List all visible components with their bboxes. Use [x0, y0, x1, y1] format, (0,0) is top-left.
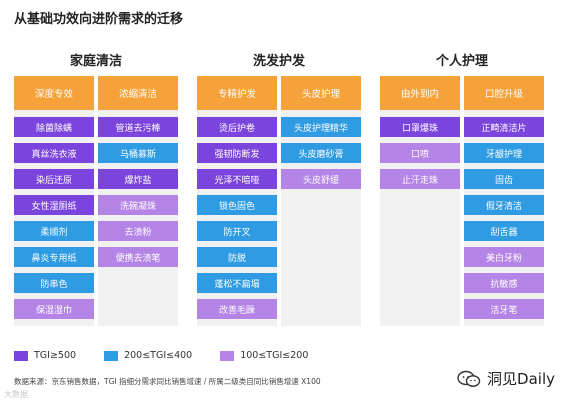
- need-cell: 洗碗凝珠: [98, 195, 178, 215]
- need-cell: 固齿: [464, 169, 544, 189]
- group-title: 个人护理: [435, 54, 488, 69]
- legend-item: 200≤TGI≤400: [104, 350, 192, 361]
- column-header: 深度专效: [14, 76, 94, 110]
- legend-label: TGI≥500: [34, 350, 77, 361]
- brand-logo: 洞见Daily: [457, 368, 555, 389]
- legend-swatch: [220, 350, 235, 361]
- need-cell: 便携去渍笔: [98, 247, 178, 267]
- need-cell: 真丝洗衣液: [14, 143, 94, 163]
- need-cell: 假牙清洁: [464, 195, 544, 215]
- need-cell: 鼻炎专用纸: [14, 247, 94, 267]
- legend-item: TGI≥500: [14, 350, 76, 361]
- need-cell: 去渍粉: [98, 221, 178, 241]
- watermark: 大数据: [4, 390, 28, 399]
- column-header: 浓缩清洁: [98, 76, 178, 110]
- need-cell: 头皮舒缓: [281, 169, 361, 189]
- need-cell: 女性湿厕纸: [14, 195, 94, 215]
- need-cell: 爆炸盐: [98, 169, 178, 189]
- need-cell: 头皮护理精华: [281, 117, 361, 137]
- need-cell: 染后还原: [14, 169, 94, 189]
- legend-label: 100≤TGI≤200: [240, 350, 309, 361]
- need-cell: 改善毛躁: [197, 299, 277, 319]
- need-cell: 锁色固色: [197, 195, 277, 215]
- need-cell: 正畸清洁片: [464, 117, 544, 137]
- column-header: 由外到内: [380, 76, 460, 110]
- need-cell: 头皮磨砂膏: [281, 143, 361, 163]
- need-cell: 刮舌器: [464, 221, 544, 241]
- need-cell: 抗敏感: [464, 273, 544, 293]
- need-cell: 美白牙粉: [464, 247, 544, 267]
- need-cell: 管道去污棒: [98, 117, 178, 137]
- column-header: 头皮护理: [281, 76, 361, 110]
- need-cell: 止汗走珠: [380, 169, 460, 189]
- need-cell: 蓬松不扁塌: [197, 273, 277, 293]
- need-cell: 洁牙笔: [464, 299, 544, 319]
- need-cell: 防脱: [197, 247, 277, 267]
- need-cell: 口罩爆珠: [380, 117, 460, 137]
- need-cell: 柔顺剂: [14, 221, 94, 241]
- wechat-icon: [457, 370, 481, 387]
- column-header: 专精护发: [197, 76, 277, 110]
- legend-swatch: [14, 350, 28, 361]
- need-cell: 马桶慕斯: [98, 143, 178, 163]
- need-cell: 牙龈护理: [464, 143, 544, 163]
- data-source-note: 数据来源：京东销售数据，TGI 指细分需求同比销售增速 / 所属二级类目同比销售…: [14, 377, 321, 386]
- need-cell: 口喷: [380, 143, 460, 163]
- group-title: 家庭清洁: [69, 54, 122, 69]
- legend: TGI≥500 200≤TGI≤400 100≤TGI≤200: [14, 350, 336, 361]
- group-title: 洗发护发: [252, 54, 305, 69]
- legend-label: 200≤TGI≤400: [124, 350, 193, 361]
- chart-title: 从基础功效向进阶需求的迁移: [14, 12, 184, 27]
- need-cell: 防串色: [14, 273, 94, 293]
- need-cell: 防开叉: [197, 221, 277, 241]
- brand-name: 洞见Daily: [487, 370, 555, 388]
- need-cell: 烫后护卷: [197, 117, 277, 137]
- legend-item: 100≤TGI≤200: [220, 350, 308, 361]
- column-header: 口腔升级: [464, 76, 544, 110]
- need-cell: 保湿湿巾: [14, 299, 94, 319]
- legend-swatch: [104, 350, 119, 361]
- need-cell: 除菌除螨: [14, 117, 94, 137]
- need-cell: 光泽不暗哑: [197, 169, 277, 189]
- need-cell: 强韧防断发: [197, 143, 277, 163]
